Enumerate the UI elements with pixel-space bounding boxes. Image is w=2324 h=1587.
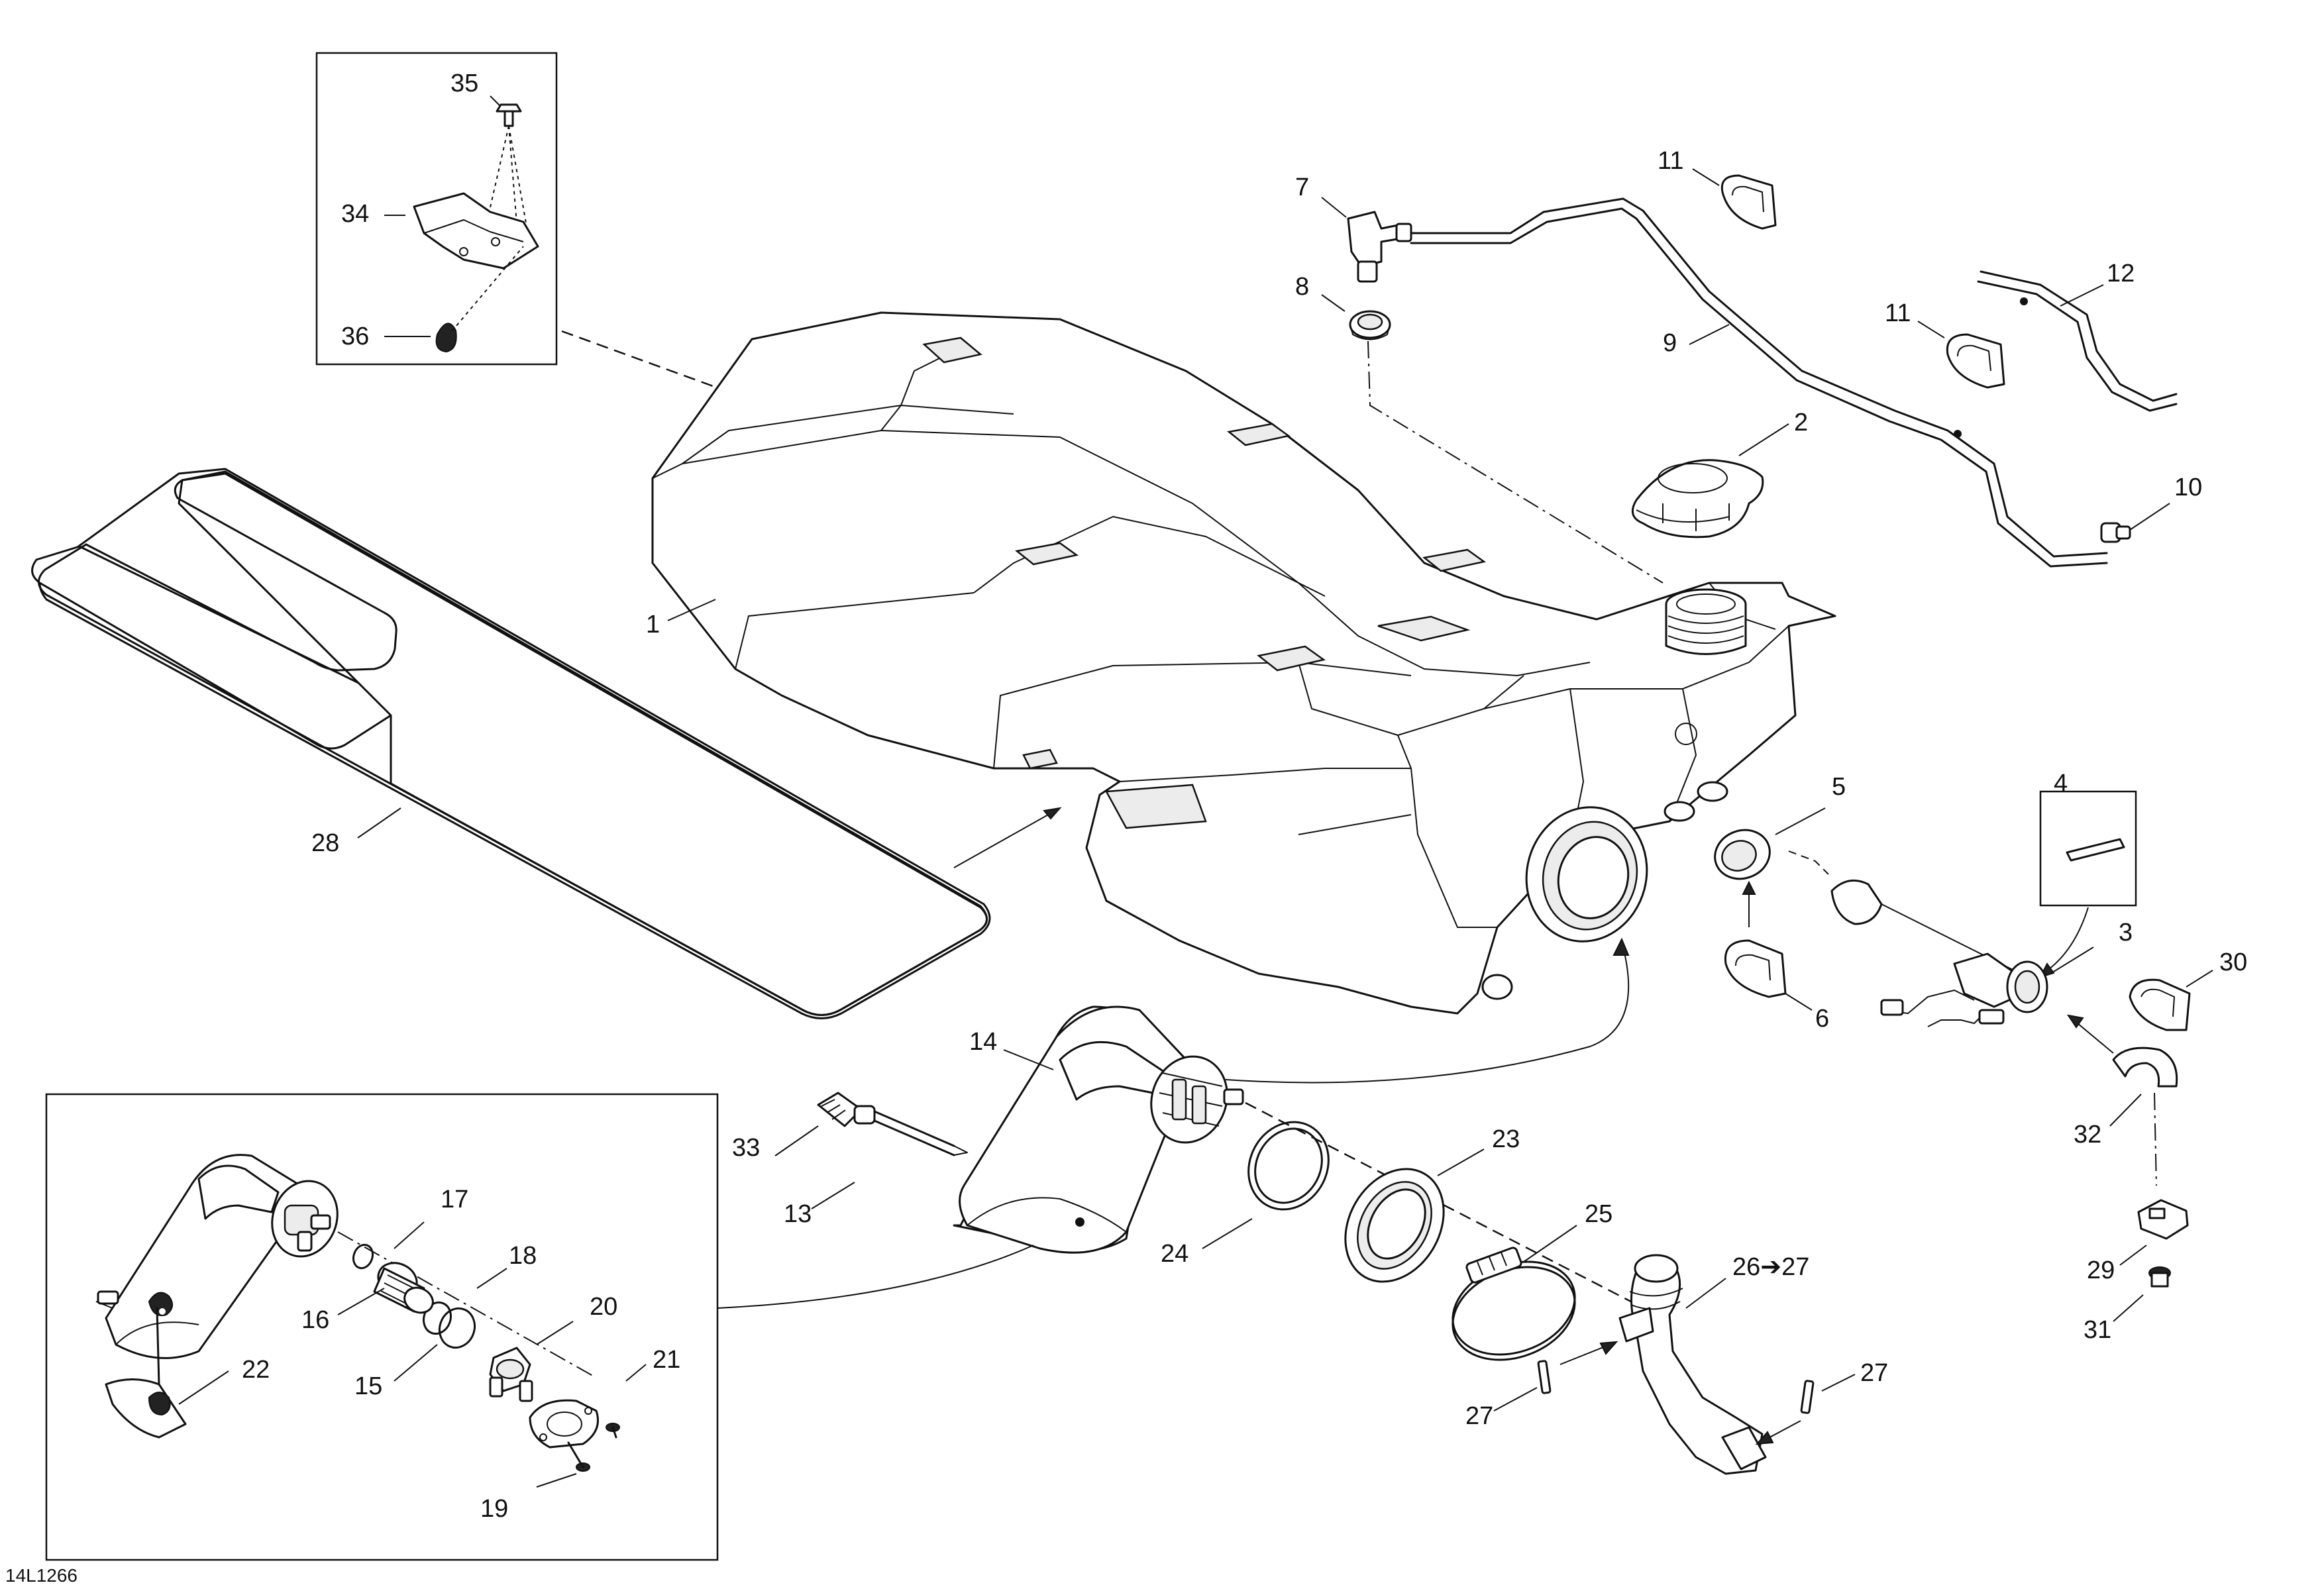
label-29: 29	[2087, 1256, 2115, 1284]
label-4: 4	[2054, 770, 2068, 797]
filter-part	[373, 1262, 434, 1314]
label-28: 28	[311, 829, 339, 857]
pump-opening	[1525, 806, 1648, 943]
clamp-part	[2137, 1199, 2189, 1240]
hose-clip	[1946, 333, 2005, 389]
label-34: 34	[341, 200, 369, 228]
label-10: 10	[2174, 474, 2202, 501]
label-33: 33	[732, 1134, 760, 1162]
hose-fitting	[2100, 522, 2131, 543]
label-13: 13	[784, 1200, 812, 1228]
label-16: 16	[301, 1306, 329, 1334]
label-21: 21	[653, 1346, 680, 1374]
hose-clip	[1720, 174, 1777, 230]
grommet	[1349, 310, 1391, 340]
clip-part	[2129, 978, 2191, 1031]
pad-part	[31, 468, 991, 1019]
label-11: 11	[1658, 147, 1683, 175]
fuse-part	[2066, 838, 2125, 862]
label-32: 32	[2074, 1121, 2101, 1149]
screw-part	[606, 1423, 620, 1439]
label-14: 14	[969, 1028, 997, 1056]
label-18: 18	[509, 1242, 537, 1270]
label-7: 7	[1295, 174, 1309, 201]
label-6: 6	[1815, 1005, 1829, 1033]
label-17: 17	[441, 1186, 468, 1213]
plate-part	[529, 1399, 599, 1449]
label-22: 22	[242, 1356, 270, 1384]
gasket	[1714, 829, 1771, 880]
label-15: 15	[354, 1372, 382, 1400]
callout-labels: 1 2 3 4 5 6 7 8 9 10 11 11 12 13 14 15 1…	[5, 70, 2247, 1586]
label-20: 20	[590, 1293, 617, 1321]
fuel-tank	[651, 311, 1836, 1015]
vent-fitting	[1347, 211, 1412, 283]
label-31: 31	[2084, 1316, 2111, 1344]
clip-part	[1724, 939, 1787, 998]
label-3: 3	[2119, 919, 2133, 947]
label-1: 1	[646, 611, 660, 639]
label-36: 36	[341, 323, 369, 350]
hose-elbow	[2112, 1047, 2178, 1088]
label-35: 35	[450, 70, 478, 97]
temp-sensor	[817, 1092, 968, 1156]
screw-part	[567, 1441, 590, 1472]
elbow-hose	[1618, 1254, 1767, 1475]
fuel-cap	[1631, 459, 1764, 538]
label-11: 11	[1885, 299, 1911, 327]
clip-pin	[1537, 1360, 1552, 1394]
label-30: 30	[2219, 948, 2247, 976]
bracket-inset	[315, 52, 558, 366]
regulator-part	[489, 1347, 533, 1402]
label-12: 12	[2107, 260, 2135, 287]
plug-part	[105, 1378, 187, 1439]
label-27: 27	[1465, 1402, 1493, 1430]
clip-pin	[1800, 1380, 1815, 1414]
screw-part	[496, 103, 522, 127]
lock-ring	[1344, 1168, 1445, 1283]
label-26: 26➔27	[1732, 1253, 1809, 1281]
label-9: 9	[1663, 329, 1677, 357]
figure-code: 14L1266	[5, 1565, 78, 1586]
label-27: 27	[1860, 1359, 1888, 1387]
label-5: 5	[1832, 773, 1846, 801]
o-ring	[1247, 1121, 1330, 1211]
hose-clamp	[1452, 1247, 1576, 1361]
filler-neck	[1665, 588, 1747, 655]
screw-part	[2148, 1266, 2171, 1288]
bracket-part	[413, 192, 539, 270]
label-8: 8	[1295, 273, 1309, 301]
fuel-pump-assembly	[953, 1005, 1244, 1254]
pump-detail	[95, 1154, 647, 1488]
label-19: 19	[480, 1495, 508, 1523]
level-sensor	[1788, 850, 2048, 1027]
label-23: 23	[1492, 1125, 1520, 1153]
label-24: 24	[1161, 1240, 1188, 1268]
label-25: 25	[1585, 1200, 1612, 1228]
label-2: 2	[1794, 409, 1808, 436]
nut-part	[435, 323, 457, 353]
